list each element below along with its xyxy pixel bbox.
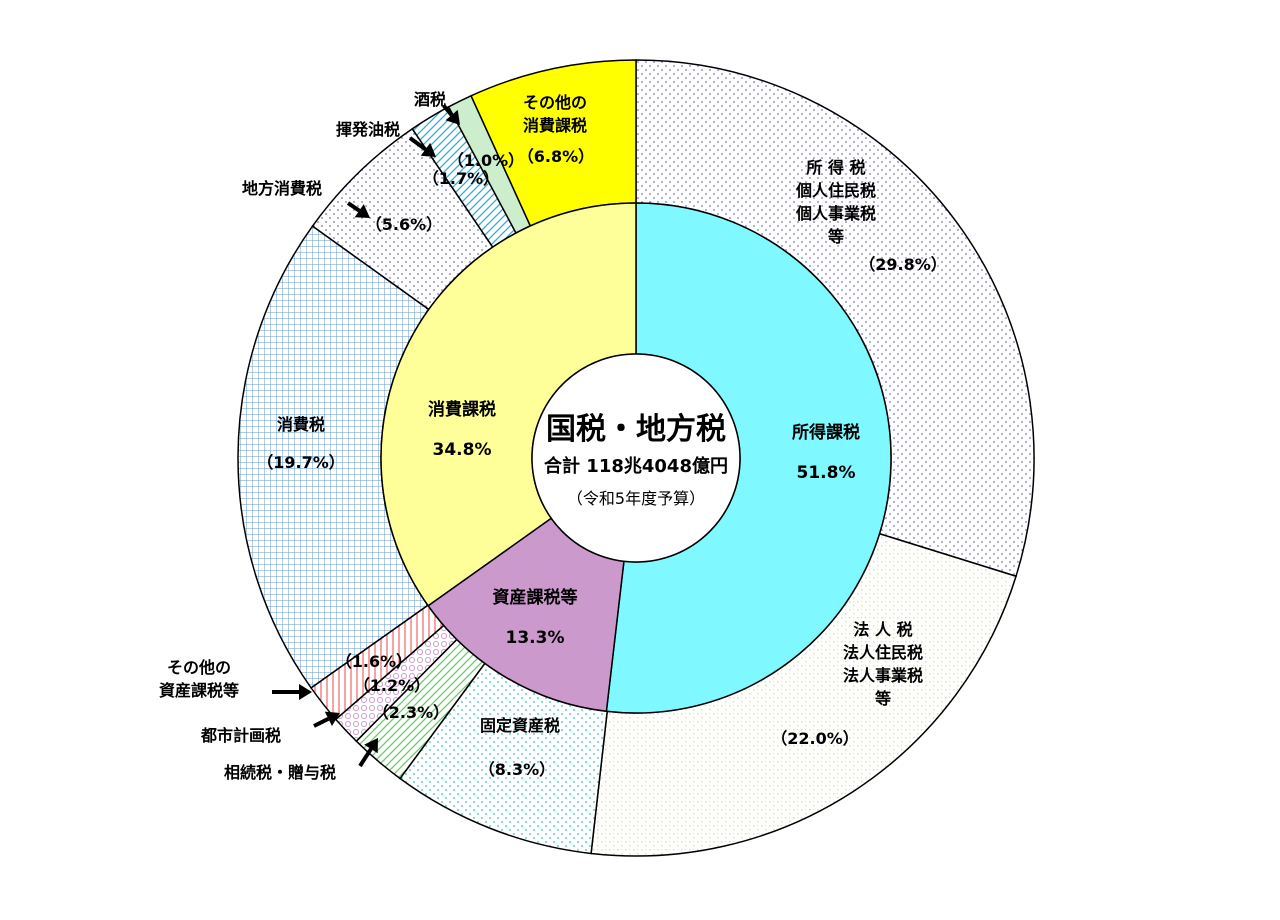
outer-slice-label: その他の資産課税等 <box>159 658 239 700</box>
outer-slice-pct: （1.6%） <box>336 652 412 671</box>
outer-slice-label: 固定資産税 <box>480 716 560 735</box>
chart-total: 合計 118兆4048億円 <box>544 455 728 477</box>
inner-slice-label: 消費課税 <box>428 399 496 420</box>
outer-slice-pct: （1.2%） <box>354 676 430 695</box>
inner-slice-label: 所得課税 <box>792 422 860 443</box>
slice-labels: 所得課税 51.8% 資産課税等 13.3% 消費課税 34.8% 所 得 税個人住民税個人… <box>159 90 947 782</box>
outer-slice-label: 地方消費税 <box>242 179 322 198</box>
outer-ring <box>237 59 1035 857</box>
chart-title: 国税・地方税 <box>546 412 726 447</box>
outer-slice-label: 所 得 税個人住民税個人事業税等 <box>795 158 876 246</box>
callout-arrow <box>358 738 378 768</box>
center-hole <box>531 353 741 563</box>
outer-slice-label: その他の消費課税 <box>523 93 587 135</box>
outer-slice-pct: （19.7%） <box>257 453 345 472</box>
inner-slice-label: 資産課税等 <box>493 587 578 608</box>
outer-slice-pct: （6.8%） <box>518 147 594 166</box>
callout-arrow <box>313 711 340 728</box>
callout-arrow <box>442 104 460 125</box>
inner-ring <box>380 202 892 714</box>
outer-slice-label: 消費税 <box>277 415 325 434</box>
outer-slice-pct: （2.3%） <box>373 703 449 722</box>
callout-arrow <box>346 201 370 218</box>
outer-slice-pct: （1.7%） <box>423 169 499 188</box>
inner-slice-pct: 13.3% <box>506 628 565 648</box>
outer-slice-pct: （5.6%） <box>366 215 442 234</box>
inner-slice-pct: 51.8% <box>797 463 856 483</box>
outer-slice-label: 都市計画税 <box>200 726 281 745</box>
outer-slice-pct: （29.8%） <box>859 255 947 274</box>
outer-slice-pct: （1.0%） <box>448 151 524 170</box>
callout-arrows <box>272 104 460 768</box>
inner-slice-pct: 34.8% <box>433 440 492 460</box>
outer-slice-pct: （8.3%） <box>479 760 555 779</box>
outer-slice-label: 揮発油税 <box>336 120 400 139</box>
outer-slice-pct: （22.0%） <box>771 729 859 748</box>
outer-slice-label: 相続税・贈与税 <box>224 763 336 782</box>
callout-arrow <box>272 684 312 700</box>
outer-slice-label: 法 人 税法人住民税法人事業税等 <box>843 620 923 708</box>
callout-arrow <box>408 136 436 157</box>
chart-note: （令和5年度予算） <box>567 489 705 508</box>
outer-slice-label: 酒税 <box>414 90 446 109</box>
